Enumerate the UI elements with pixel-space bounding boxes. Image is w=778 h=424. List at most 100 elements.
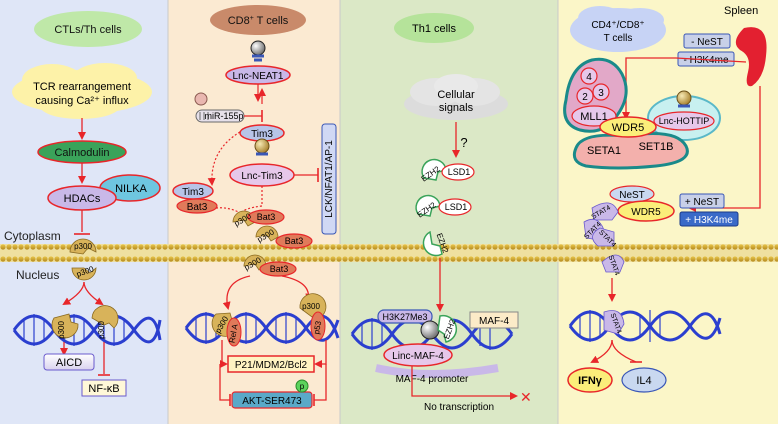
- p300-nucleus: [71, 267, 97, 281]
- ezh2-lsd1-complex-2: [415, 194, 472, 217]
- membrane-lipid: [444, 256, 450, 262]
- membrane-lipid: [402, 256, 408, 262]
- membrane-lipid: [648, 256, 654, 262]
- membrane-lipid: [570, 244, 576, 250]
- membrane-lipid: [144, 244, 150, 250]
- p300-5-label: p300: [302, 302, 320, 311]
- membrane-lipid: [666, 244, 672, 250]
- panel-1-title: CTLs/Th cells: [54, 24, 122, 36]
- hdacs-label: HDACs: [64, 193, 101, 205]
- maf4-label: MAF-4: [479, 316, 509, 327]
- lck-nfat1-ap1-box: [321, 123, 337, 235]
- n4-label: 4: [586, 72, 592, 83]
- membrane-lipid: [198, 244, 204, 250]
- membrane-lipid: [708, 256, 714, 262]
- membrane-lipid: [348, 256, 354, 262]
- membrane-lipid: [126, 256, 132, 262]
- membrane-lipid: [84, 256, 90, 262]
- membrane-lipid: [672, 256, 678, 262]
- membrane-lipid: [120, 256, 126, 262]
- membrane-lipid: [450, 244, 456, 250]
- membrane-lipid: [714, 256, 720, 262]
- akt-ser473-box: [231, 391, 313, 409]
- membrane-lipid: [168, 256, 174, 262]
- membrane-lipid: [156, 256, 162, 262]
- membrane-lipid: [174, 244, 180, 250]
- membrane-lipid: [150, 256, 156, 262]
- membrane-lipid: [528, 244, 534, 250]
- membrane-lipid: [204, 244, 210, 250]
- membrane-lipid: [648, 244, 654, 250]
- membrane-lipid: [390, 256, 396, 262]
- membrane-lipid: [516, 244, 522, 250]
- membrane-lipid: [714, 244, 720, 250]
- membrane-lipid: [36, 256, 42, 262]
- membrane-lipid: [546, 244, 552, 250]
- stat4-on-dna: [603, 310, 625, 335]
- membrane-lipid: [528, 256, 534, 262]
- membrane-lipid: [762, 256, 768, 262]
- membrane-lipid: [126, 244, 132, 250]
- p300-rela-complex: [211, 312, 242, 347]
- dna-helix-4: [568, 310, 722, 342]
- panel-1: CTLs/Th cells TCR rearrangement causing …: [12, 11, 162, 397]
- membrane-lipid: [276, 256, 282, 262]
- membrane-lipid: [96, 244, 102, 250]
- membrane-lipid: [198, 256, 204, 262]
- membrane-lipid: [150, 244, 156, 250]
- tcr-cloud-line1: TCR rearrangement: [33, 81, 131, 93]
- membrane-lipid: [132, 256, 138, 262]
- membrane-lipid: [288, 256, 294, 262]
- membrane-lipid: [534, 256, 540, 262]
- membrane-lipid: [222, 244, 228, 250]
- membrane-lipid: [264, 256, 270, 262]
- membrane-lipid: [336, 244, 342, 250]
- membrane-lipid: [372, 244, 378, 250]
- membrane-lipid: [114, 244, 120, 250]
- membrane-lipid: [726, 244, 732, 250]
- membrane-lipid: [18, 244, 24, 250]
- membrane-lipid: [0, 256, 6, 262]
- membrane-lipid: [180, 256, 186, 262]
- membrane-lipid: [252, 244, 258, 250]
- spleen-icon: [735, 27, 767, 87]
- membrane-lipid: [678, 256, 684, 262]
- p300-bat3-pair-2: [255, 225, 313, 249]
- bat3-1-label: Bat3: [257, 212, 276, 222]
- membrane-lipid: [180, 244, 186, 250]
- membrane-lipid: [756, 256, 762, 262]
- membrane-lipid: [114, 256, 120, 262]
- bat3-a-node: [176, 198, 218, 214]
- h3k27me3-box: [377, 309, 433, 324]
- membrane-lipid: [468, 244, 474, 250]
- membrane-lipid: [318, 244, 324, 250]
- p300-bat3-pair-1: [232, 209, 285, 227]
- membrane-lipid: [264, 244, 270, 250]
- membrane-lipid: [348, 244, 354, 250]
- akt-label: AKT-SER473: [242, 396, 302, 407]
- membrane-lipid: [144, 256, 150, 262]
- phospho-badge: [295, 379, 309, 393]
- membrane-lipid: [720, 244, 726, 250]
- nucleus-label: Nucleus: [16, 268, 59, 282]
- membrane-lipid: [30, 244, 36, 250]
- wdr5-node: [599, 116, 657, 138]
- membrane-lipid: [54, 256, 60, 262]
- membrane-lipid: [330, 256, 336, 262]
- membrane-lipid: [444, 244, 450, 250]
- nest-label: NeST: [619, 190, 645, 201]
- lnc-neat1-label: Lnc-NEAT1: [233, 71, 284, 82]
- membrane-lipid: [690, 244, 696, 250]
- membrane-lipid: [240, 244, 246, 250]
- cellular-signals-line1: Cellular: [437, 89, 475, 101]
- membrane-lipid: [138, 256, 144, 262]
- membrane-lipid: [750, 244, 756, 250]
- membrane-lipid: [192, 244, 198, 250]
- membrane-lipid: [390, 244, 396, 250]
- membrane-lipid: [30, 256, 36, 262]
- wdr5-b-label: WDR5: [631, 207, 661, 218]
- membrane-lipid: [744, 256, 750, 262]
- p300-on-dna-left: [51, 313, 79, 339]
- membrane-lipid: [186, 256, 192, 262]
